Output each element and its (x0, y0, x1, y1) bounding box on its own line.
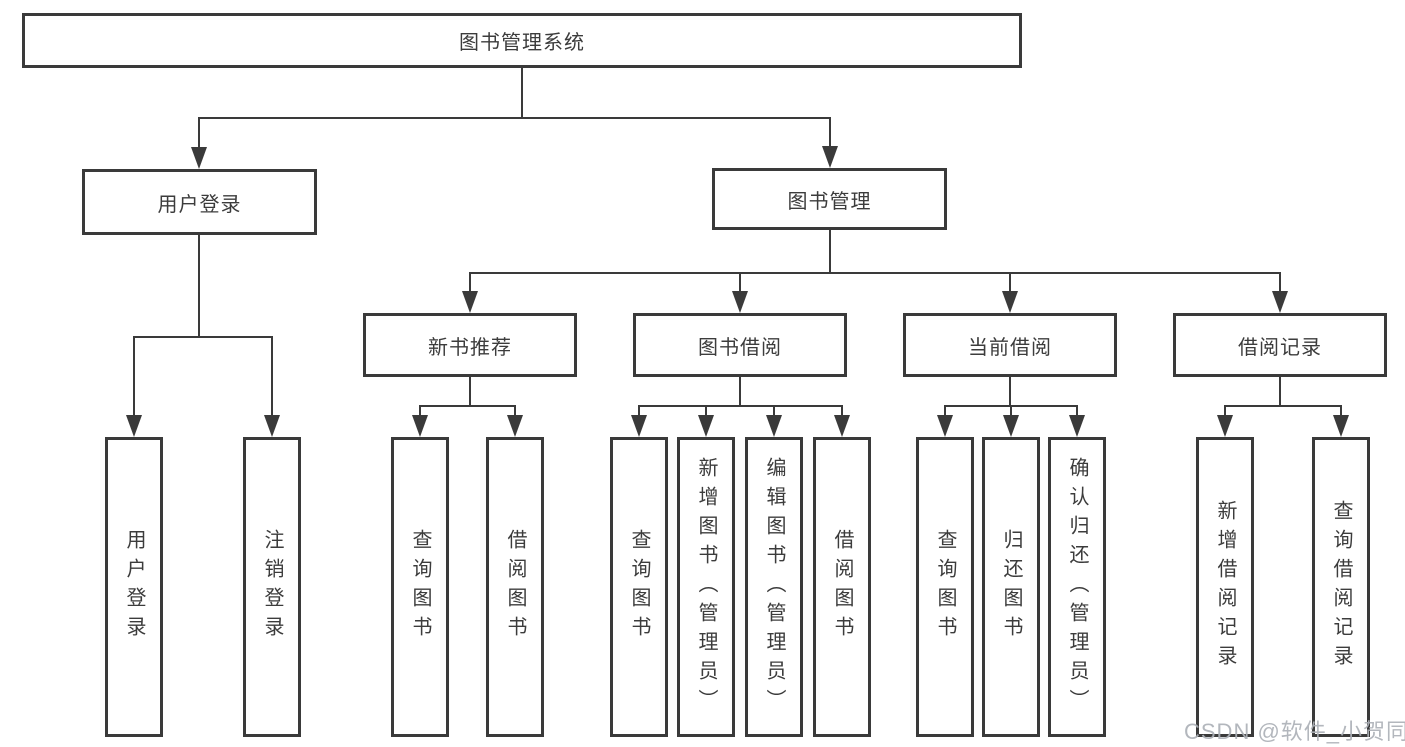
connector-group2-stem (739, 377, 741, 407)
arrow-line-to-current-query (944, 406, 946, 415)
arrow-line-to-current-return (1010, 406, 1012, 415)
node-book-mgmt-label: 图书管理 (787, 190, 872, 213)
arrow-line-to-leaf-user-login (133, 337, 135, 415)
arrow-head-to-borrow-records (1272, 291, 1288, 313)
arrow-head-to-leaf-user-login (126, 415, 142, 437)
arrow-line-to-current-borrow (1009, 273, 1011, 291)
leaf-borrow-book: 借阅图书 (813, 437, 871, 737)
node-book-borrow: 图书借阅 (633, 313, 847, 377)
leaf-current-return: 归还图书 (982, 437, 1040, 737)
node-book-mgmt: 图书管理 (712, 168, 947, 230)
leaf-newbook-query: 查询图书 (391, 437, 449, 737)
node-user-login-label: 用户登录 (157, 193, 242, 216)
arrow-line-to-user-login (198, 118, 200, 147)
arrow-head-to-current-return (1003, 415, 1019, 437)
arrow-head-to-record-query (1333, 415, 1349, 437)
arrow-head-to-record-add (1217, 415, 1233, 437)
node-root: 图书管理系统 (22, 13, 1022, 68)
arrow-line-to-borrow-book (841, 406, 843, 415)
leaf-current-confirm-admin: 确认归还（管理员） (1048, 437, 1106, 737)
arrow-head-to-book-borrow (732, 291, 748, 313)
connector-group1-stem (469, 377, 471, 407)
arrow-head-to-book-mgmt (822, 146, 838, 168)
leaf-user-login: 用户登录 (105, 437, 163, 737)
arrow-line-to-current-confirm (1076, 406, 1078, 415)
leaf-current-query: 查询图书 (916, 437, 974, 737)
arrow-line-to-leaf-logout (271, 337, 273, 415)
connector-mgmt-stem (829, 230, 831, 274)
connector-bar-group4 (1224, 405, 1342, 407)
node-new-book-recommend-label: 新书推荐 (428, 336, 512, 359)
arrow-head-to-borrow-book (834, 415, 850, 437)
arrow-line-to-newbook-query (419, 406, 421, 415)
arrow-head-to-current-confirm (1069, 415, 1085, 437)
connector-group4-stem (1279, 377, 1281, 407)
connector-bar-group1 (419, 405, 516, 407)
connector-bar-mgmt (469, 272, 1281, 274)
arrow-line-to-book-borrow (739, 273, 741, 291)
arrow-head-to-borrow-add (698, 415, 714, 437)
node-borrow-records: 借阅记录 (1173, 313, 1387, 377)
arrow-head-to-current-query (937, 415, 953, 437)
connector-bar-group2 (638, 405, 843, 407)
arrow-line-to-record-add (1224, 406, 1226, 415)
arrow-head-to-newbook-query (412, 415, 428, 437)
connector-group3-stem (1009, 377, 1011, 407)
leaf-record-query: 查询借阅记录 (1312, 437, 1370, 737)
connector-bar-level1 (198, 117, 831, 119)
connector-root-stem (521, 68, 523, 119)
arrow-head-to-borrow-query (631, 415, 647, 437)
arrow-line-to-borrow-edit (773, 406, 775, 415)
arrow-line-to-borrow-records (1279, 273, 1281, 291)
arrow-head-to-user-login (191, 147, 207, 169)
leaf-newbook-borrow: 借阅图书 (486, 437, 544, 737)
connector-bar-login (133, 336, 273, 338)
leaf-borrow-add-admin: 新增图书（管理员） (677, 437, 735, 737)
leaf-borrow-edit-admin: 编辑图书（管理员） (745, 437, 803, 737)
node-borrow-records-label: 借阅记录 (1238, 336, 1322, 359)
node-root-label: 图书管理系统 (459, 32, 585, 54)
leaf-record-add: 新增借阅记录 (1196, 437, 1254, 737)
arrow-head-to-current-borrow (1002, 291, 1018, 313)
connector-login-stem (198, 235, 200, 338)
node-new-book-recommend: 新书推荐 (363, 313, 577, 377)
arrow-head-to-newbook-borrow (507, 415, 523, 437)
csdn-watermark: CSDN @软件_小贺同学 (1184, 719, 1405, 744)
leaf-logout: 注销登录 (243, 437, 301, 737)
leaf-borrow-query: 查询图书 (610, 437, 668, 737)
arrow-head-to-new-book-recommend (462, 291, 478, 313)
arrow-head-to-borrow-edit (766, 415, 782, 437)
node-current-borrow: 当前借阅 (903, 313, 1117, 377)
arrow-line-to-borrow-query (638, 406, 640, 415)
node-current-borrow-label: 当前借阅 (968, 336, 1052, 359)
arrow-line-to-record-query (1340, 406, 1342, 415)
arrow-line-to-new-book-recommend (469, 273, 471, 291)
node-user-login: 用户登录 (82, 169, 317, 235)
arrow-line-to-borrow-add (705, 406, 707, 415)
arrow-line-to-newbook-borrow (514, 406, 516, 415)
node-book-borrow-label: 图书借阅 (698, 336, 782, 359)
arrow-head-to-leaf-logout (264, 415, 280, 437)
arrow-line-to-book-mgmt (829, 118, 831, 146)
